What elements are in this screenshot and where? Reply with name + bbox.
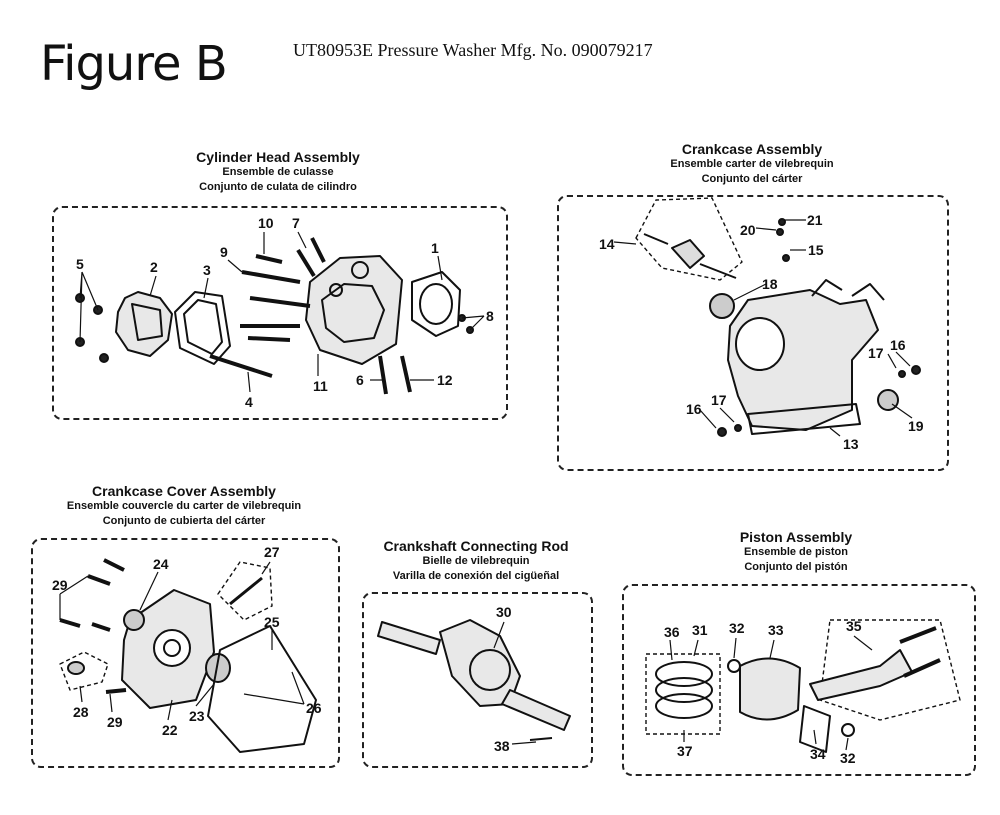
governor-inset-drawing <box>635 197 743 281</box>
crankcase-title: Crankcase Assembly Ensemble carter de vi… <box>652 142 852 187</box>
document-title: UT80953E Pressure Washer Mfg. No. 090079… <box>293 40 653 60</box>
cylinder-head-title: Cylinder Head Assembly Ensemble de culas… <box>178 150 378 195</box>
head-block-drawing <box>305 255 403 365</box>
part-1: 1 <box>431 240 439 256</box>
drain-plugs-drawing <box>717 218 921 437</box>
part-9: 9 <box>220 244 228 260</box>
part-30: 30 <box>496 604 512 620</box>
part-17-left: 17 <box>711 392 727 408</box>
part-27: 27 <box>264 544 280 560</box>
part-38: 38 <box>494 738 510 754</box>
cylinder-head-box <box>52 206 508 420</box>
part-19: 19 <box>908 418 924 434</box>
part-5: 5 <box>76 256 84 272</box>
piston-pin-drawing <box>799 705 831 753</box>
part-34: 34 <box>810 746 826 762</box>
piston-title: Piston Assembly Ensemble de piston Conju… <box>696 530 896 575</box>
crankcase-cover-title: Crankcase Cover Assembly Ensemble couver… <box>64 484 304 529</box>
part-26: 26 <box>306 700 322 716</box>
part-32-top: 32 <box>729 620 745 636</box>
part-7: 7 <box>292 215 300 231</box>
oil-cap-drawing <box>59 651 109 691</box>
part-14: 14 <box>599 236 615 252</box>
cover-drawing <box>121 589 215 709</box>
crankcase-cover-title-en: Crankcase Cover Assembly <box>92 483 276 499</box>
cylinder-head-title-es: Conjunto de culata de cilindro <box>199 181 357 193</box>
studs-drawing <box>255 237 326 278</box>
part-8: 8 <box>486 308 494 324</box>
cover-seal-drawing <box>123 609 145 631</box>
governor-drawing <box>643 233 737 279</box>
part-28: 28 <box>73 704 89 720</box>
cylinder-head-title-fr: Ensemble de culasse <box>222 166 334 178</box>
part-33: 33 <box>768 622 784 638</box>
crankshaft-box <box>362 592 593 768</box>
bolts-drawing <box>240 270 412 395</box>
part-3: 3 <box>203 262 211 278</box>
oil-seal-drawing <box>709 293 735 319</box>
crankcase-title-fr: Ensemble carter de vilebrequin <box>670 158 834 170</box>
part-24: 24 <box>153 556 169 572</box>
crankshaft-title-en: Crankshaft Connecting Rod <box>383 538 569 554</box>
part-16-right: 16 <box>890 337 906 353</box>
piston-title-fr: Ensemble de piston <box>744 546 848 558</box>
part-15: 15 <box>808 242 824 258</box>
valve-cover-drawing <box>115 291 173 357</box>
part-31: 31 <box>692 622 708 638</box>
cover-gasket-drawing <box>207 625 317 753</box>
piston-title-es: Conjunto del pistón <box>744 561 848 573</box>
crankshaft-title-fr: Bielle de vilebrequin <box>422 555 530 567</box>
part-37: 37 <box>677 743 693 759</box>
part-13: 13 <box>843 436 859 452</box>
part-29-top: 29 <box>52 577 68 593</box>
part-32-bottom: 32 <box>840 750 856 766</box>
part-16-left: 16 <box>686 401 702 417</box>
part-6: 6 <box>356 372 364 388</box>
part-2: 2 <box>150 259 158 275</box>
crankcase-title-en: Crankcase Assembly <box>681 141 823 157</box>
gasket-drawing <box>174 291 231 365</box>
part-36: 36 <box>664 624 680 640</box>
bolt-cluster-drawing <box>75 293 109 363</box>
part-23: 23 <box>189 708 205 724</box>
part-17-right: 17 <box>868 345 884 361</box>
bearing-drawing <box>205 653 231 683</box>
part-4: 4 <box>245 394 253 410</box>
crankshaft-drawing <box>377 619 571 741</box>
cylinder-head-title-en: Cylinder Head Assembly <box>196 149 360 165</box>
connecting-rod-drawing <box>809 619 961 721</box>
clip-right-drawing <box>841 723 855 737</box>
part-22: 22 <box>162 722 178 738</box>
dipstick-inset-drawing <box>217 561 273 621</box>
pushrod-drawing <box>209 354 273 378</box>
crankcase-cover-title-es: Conjunto de cubierta del cárter <box>102 515 266 527</box>
part-21: 21 <box>807 212 823 228</box>
part-35: 35 <box>846 618 862 634</box>
piston-drawing <box>739 657 801 721</box>
piston-rings-inset-drawing <box>645 653 721 735</box>
head-gasket-drawing <box>411 271 461 337</box>
crankcase-box <box>557 195 949 471</box>
part-11: 11 <box>313 378 328 394</box>
part-10: 10 <box>258 215 274 231</box>
crankcase-cover-title-fr: Ensemble couvercle du carter de vilebreq… <box>66 500 302 512</box>
part-25: 25 <box>264 614 280 630</box>
part-29-bottom: 29 <box>107 714 123 730</box>
crankcase-block-drawing <box>727 279 885 435</box>
piston-box <box>622 584 976 776</box>
crankshaft-title-es: Varilla de conexión del cigüeñal <box>392 570 560 582</box>
piston-title-en: Piston Assembly <box>739 529 853 545</box>
part-12: 12 <box>437 372 453 388</box>
part-18: 18 <box>762 276 778 292</box>
crankshaft-title: Crankshaft Connecting Rod Bielle de vile… <box>376 539 576 584</box>
figure-label: Figure B <box>40 36 228 92</box>
crankcase-cover-box <box>31 538 340 768</box>
crankcase-title-es: Conjunto del cárter <box>701 173 803 185</box>
part-20: 20 <box>740 222 756 238</box>
cover-bolts-drawing <box>59 558 127 694</box>
